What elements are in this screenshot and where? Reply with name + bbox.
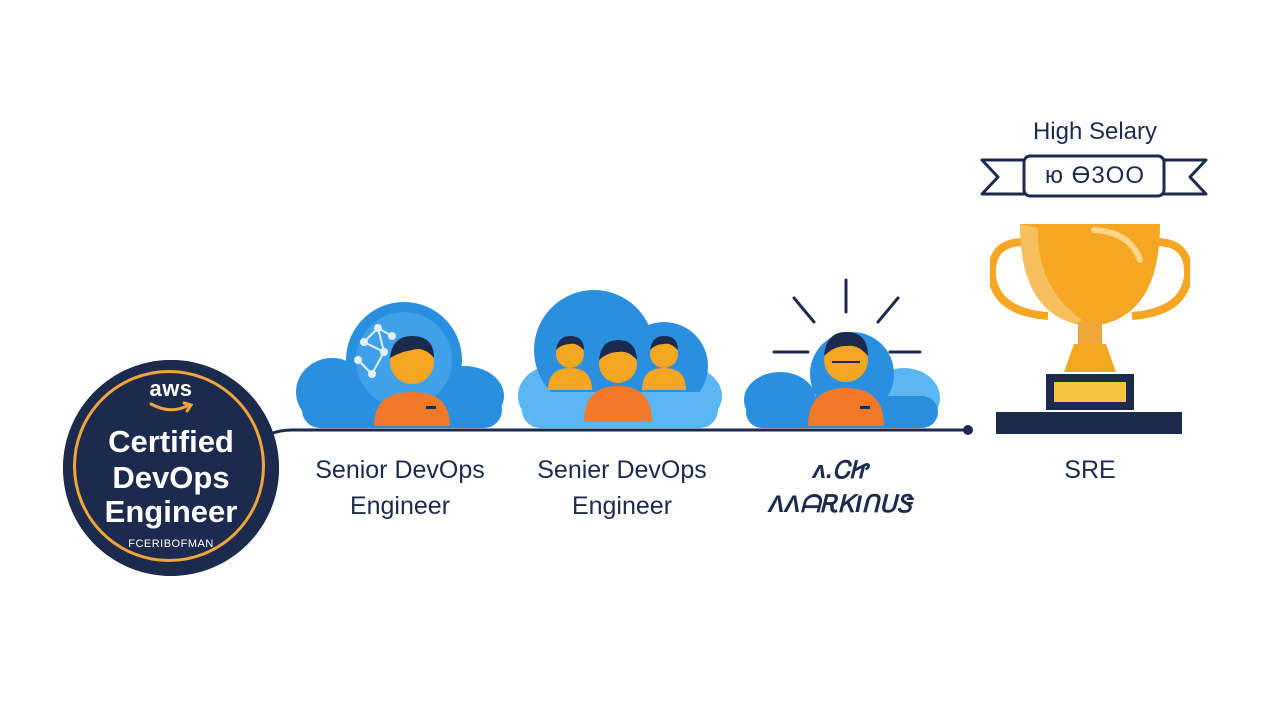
ribbon-icon — [980, 154, 1208, 198]
aws-logo-text: aws — [149, 376, 193, 401]
stage-3-label-line-1: ʌ.ᏟᏥ — [812, 457, 868, 484]
stage-1-cloud-icon — [296, 302, 504, 428]
badge-title-line-1: Certified — [108, 424, 234, 459]
stage-2-label: Senier DevOps Engineer — [512, 452, 732, 524]
person-icon — [374, 336, 450, 426]
stage-2-cloud-icon — [518, 290, 722, 428]
stage-2-label-line-1: Senier DevOps — [537, 456, 707, 484]
stage-3-cloud-icon — [744, 278, 940, 428]
aws-smile-icon — [149, 401, 193, 413]
salary-value: ю Ɵ3OO — [1044, 162, 1146, 189]
stage-2-label-line-2: Engineer — [571, 492, 673, 520]
badge-title-line-2: DevOps — [112, 460, 230, 495]
stage-1-label: Senior DevOps Engineer — [290, 452, 510, 524]
trophy-icon — [990, 224, 1190, 434]
badge-ring — [73, 370, 265, 562]
stage-4-label-line-1: SRE — [1064, 456, 1116, 484]
stage-3-label-line-2: ɅɅᗩᎡᏦIᑎᑌᏕ — [768, 491, 912, 518]
badge-title-line-3: Engineer — [104, 494, 238, 529]
team-icon — [548, 336, 686, 422]
stage-1-label-line-2: Engineer — [349, 492, 451, 520]
badge-subtext: FCERIBOFMAN — [128, 538, 214, 550]
stage-1-label-line-1: Senior DevOps — [315, 456, 485, 484]
circuit-icon — [354, 324, 396, 378]
highlight-rays-icon — [772, 278, 922, 354]
stage-4-label: SRE — [1000, 452, 1180, 488]
person-icon — [808, 332, 884, 426]
salary-title: High Selary — [1032, 118, 1158, 145]
stage-3-label: ʌ.ᏟᏥ ɅɅᗩᎡᏦIᑎᑌᏕ — [740, 454, 940, 522]
